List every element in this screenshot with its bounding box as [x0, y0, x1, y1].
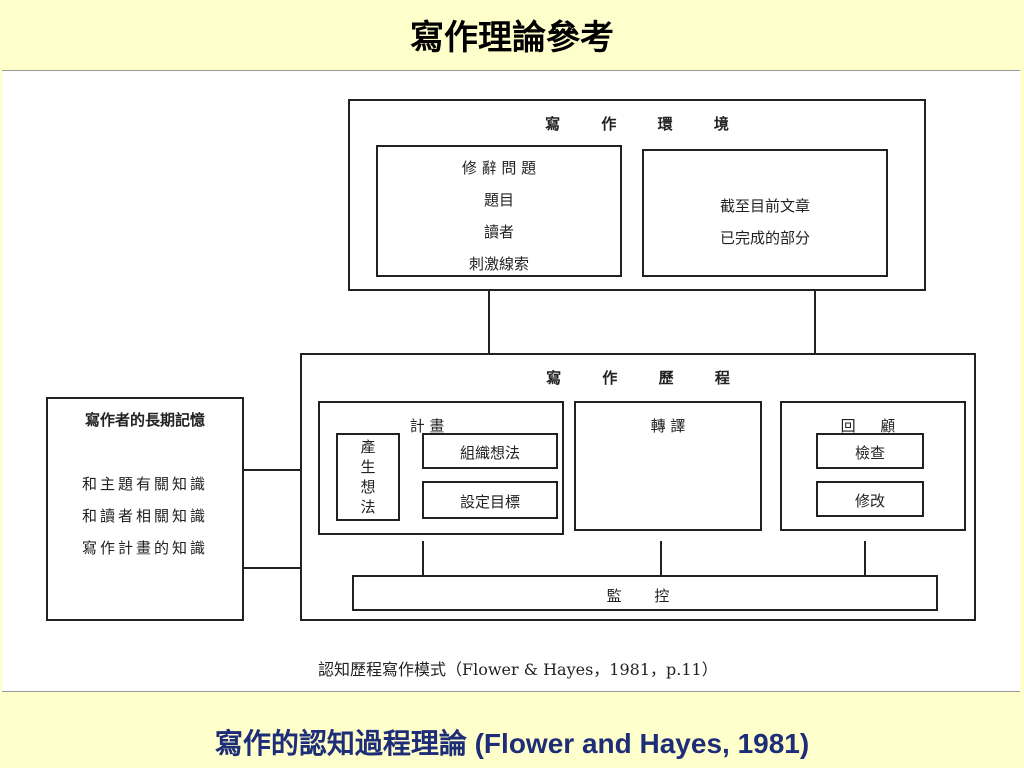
evaluating-box [816, 433, 924, 469]
text-so-far-box [642, 149, 888, 277]
translating-box [574, 401, 762, 531]
translating-title: 轉 譯 [650, 417, 686, 435]
memory-audience-knowledge: 和讀者相關知識 [81, 507, 208, 525]
goal-setting-label: 設定目標 [459, 493, 520, 511]
connector-memory-lower [244, 567, 302, 569]
planning-title: 計 畫 [409, 417, 445, 435]
text-so-far-line2: 已完成的部分 [719, 229, 810, 247]
revising-box [816, 481, 924, 517]
rhetorical-problem-heading: 修 辭 問 題 [461, 159, 537, 177]
revising-label: 修改 [854, 492, 885, 510]
memory-topic-knowledge: 和主題有關知識 [81, 475, 208, 493]
goal-setting-box [422, 481, 558, 519]
generating-char-3: 想 [360, 478, 376, 496]
rhetorical-cues: 刺激線索 [468, 255, 529, 273]
generating-box [336, 433, 400, 521]
connector-env-right [814, 291, 816, 355]
generating-char-1: 產 [360, 438, 376, 456]
evaluating-label: 檢查 [854, 444, 885, 462]
rhetorical-audience: 讀者 [483, 223, 514, 241]
rhetorical-topic: 題目 [483, 191, 514, 209]
connector-planning-monitor [422, 541, 424, 575]
task-environment-title: 寫 作 環 境 [545, 115, 747, 133]
organizing-box [422, 433, 558, 469]
connector-translating-monitor [660, 541, 662, 575]
connector-env-left [488, 291, 490, 355]
connector-reviewing-monitor [864, 541, 866, 575]
slide-caption: 寫作的認知過程理論 (Flower and Hayes, 1981) [0, 722, 1024, 762]
slide-caption-zh: 寫作的認知過程理論 [214, 727, 467, 760]
long-term-memory-title: 寫作者的長期記憶 [84, 411, 205, 429]
generating-char-2: 生 [360, 458, 376, 476]
memory-plan-knowledge: 寫作計畫的知識 [81, 539, 208, 557]
writing-process-title: 寫 作 歷 程 [546, 369, 748, 387]
organizing-label: 組織想法 [459, 444, 520, 462]
slide-caption-en: (Flower and Hayes, 1981) [466, 728, 810, 759]
rhetorical-problem-box [376, 145, 622, 277]
monitor-label: 監 控 [606, 587, 684, 605]
connector-memory-upper [244, 469, 302, 471]
slide-title: 寫作理論參考 [410, 18, 614, 58]
reviewing-title: 回 顧 [840, 417, 906, 435]
figure-source-caption: 認知歷程寫作模式（Flower & Hayes，1981，p.11） [318, 660, 718, 679]
generating-char-4: 法 [360, 498, 376, 516]
long-term-memory-box [46, 397, 244, 621]
monitor-box [352, 575, 938, 611]
text-so-far-line1: 截至目前文章 [719, 197, 810, 215]
diagram-figure: 寫 作 環 境 修 辭 問 題 題目 讀者 刺激線索 截至目前文章 已完成的部分… [2, 70, 1020, 692]
